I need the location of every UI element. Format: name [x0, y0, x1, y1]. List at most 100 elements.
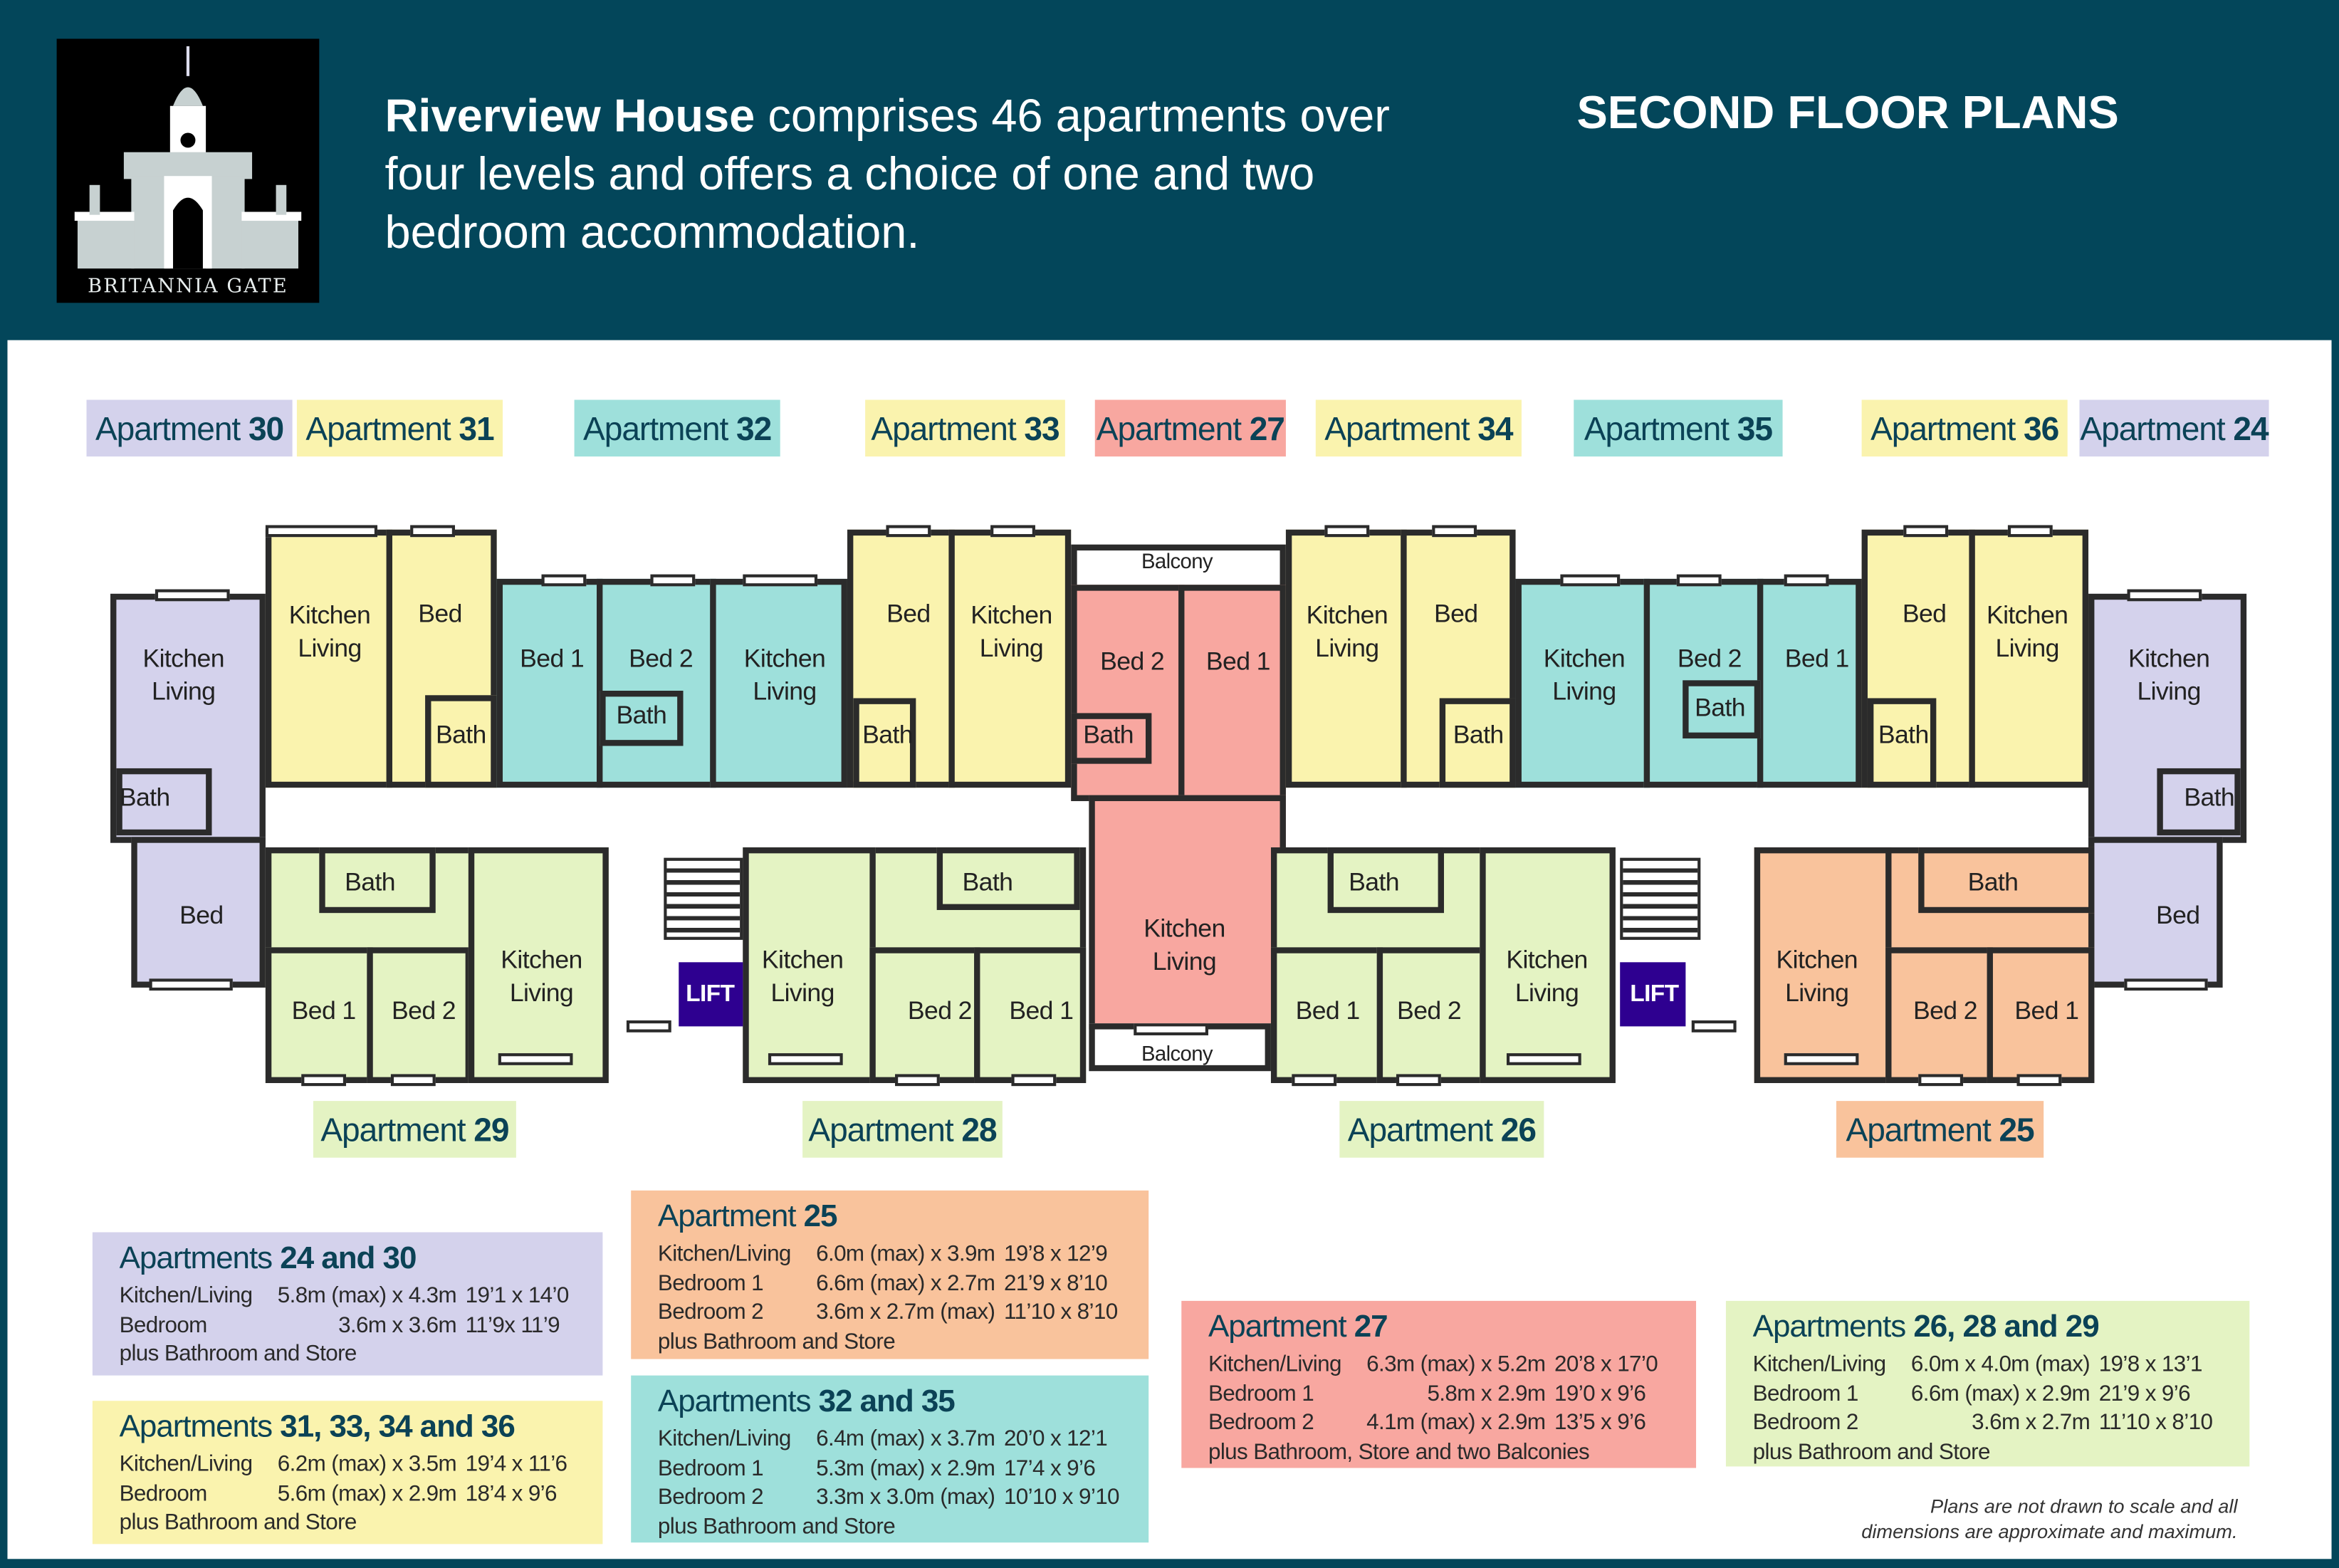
- spec-number: 31, 33, 34 and 36: [280, 1409, 516, 1444]
- tag-prefix: Apartment: [1324, 410, 1478, 448]
- lift-shaft: [1620, 962, 1686, 1027]
- metric-size: 6.2m (max) x 3.5m: [277, 1451, 457, 1478]
- spec-footer: plus Bathroom and Store: [119, 1510, 357, 1535]
- metric-size: 6.0m x 4.0m (max): [1910, 1352, 2091, 1377]
- room-label: Bath: [2184, 783, 2235, 812]
- tag-number: 32: [736, 410, 772, 448]
- room: [1439, 698, 1516, 788]
- room-name: Kitchen/Living: [1208, 1352, 1342, 1377]
- imperial-size: 11’9x 11’9: [465, 1312, 560, 1338]
- tag-prefix: Apartment: [2080, 410, 2234, 448]
- apartment-tag-33: Apartment 33: [865, 399, 1065, 457]
- window: [410, 525, 455, 538]
- window: [743, 574, 818, 587]
- room: [1867, 698, 1937, 788]
- window: [1011, 1074, 1057, 1087]
- room-label: Bath: [119, 783, 170, 812]
- apartment-tag-27: Apartment 27: [1094, 399, 1286, 457]
- room-label: Kitchen Living: [743, 644, 826, 706]
- room: [1480, 847, 1616, 1083]
- room-label: Bed 1: [520, 644, 585, 673]
- tag-prefix: Apartment: [871, 410, 1025, 448]
- imperial-size: 19’1 x 14’0: [465, 1282, 570, 1309]
- room-name: Bedroom 2: [657, 1484, 764, 1510]
- apartment-tag-32: Apartment 32: [574, 399, 780, 457]
- room-label: Kitchen Living: [288, 601, 371, 663]
- room-label: Bed 2: [1912, 996, 1978, 1025]
- tag-prefix: Apartment: [808, 1111, 962, 1149]
- room-label: Kitchen Living: [1144, 914, 1225, 976]
- room: [1987, 947, 2095, 1083]
- window: [1292, 1074, 1337, 1087]
- room: [1327, 847, 1444, 914]
- room: [1918, 847, 2095, 914]
- apartment-tag-29: Apartment 29: [313, 1101, 516, 1158]
- disclaimer-note: Plans are not drawn to scale and all dim…: [1790, 1493, 2238, 1544]
- room: [1376, 947, 1486, 1083]
- window: [498, 1053, 573, 1065]
- room-label: Kitchen Living: [1986, 601, 2068, 663]
- room-label: Bed 2: [629, 644, 694, 673]
- spec-prefix: Apartments: [119, 1241, 281, 1276]
- room: [425, 695, 497, 788]
- window: [2124, 978, 2208, 991]
- metric-size: 5.6m (max) x 2.9m: [277, 1480, 457, 1506]
- tag-number: 33: [1024, 410, 1059, 448]
- room-label: Bed 2: [1397, 996, 1462, 1025]
- imperial-size: 20’8 x 17’0: [1554, 1352, 1658, 1377]
- imperial-size: 13’5 x 9’6: [1554, 1409, 1646, 1436]
- room: [319, 847, 436, 914]
- metric-size: 6.3m (max) x 5.2m: [1366, 1352, 1546, 1377]
- stairs: [664, 857, 743, 940]
- window: [390, 1074, 436, 1087]
- spec-footer: plus Bathroom and Store: [657, 1328, 896, 1354]
- room: [1969, 529, 2089, 788]
- imperial-size: 21’9 x 9’6: [2098, 1380, 2191, 1406]
- spec-number: 27: [1354, 1310, 1388, 1344]
- window: [895, 1074, 940, 1087]
- metric-size: 3.6m x 3.6m: [338, 1312, 457, 1338]
- britannia-gate-logo: BRITANNIA GATE: [56, 38, 320, 303]
- room-label: Bath: [1453, 720, 1504, 749]
- spec-title: Apartments 31, 33, 34 and 36: [120, 1410, 576, 1446]
- note-line: Plans are not drawn to scale and all: [1930, 1495, 2238, 1517]
- window: [1134, 1023, 1208, 1035]
- spec-number: 24 and 30: [280, 1241, 417, 1276]
- window: [1784, 1053, 1859, 1065]
- spec-footer: plus Bathroom and Store: [119, 1341, 357, 1367]
- room: [936, 847, 1080, 910]
- room: [869, 947, 980, 1083]
- tag-prefix: Apartment: [1096, 410, 1250, 448]
- tag-prefix: Apartment: [583, 410, 737, 448]
- room-label: Balcony: [1141, 1041, 1213, 1065]
- tag-number: 28: [961, 1111, 997, 1149]
- room-label: Bath: [1083, 720, 1134, 749]
- room-label: Kitchen Living: [1543, 644, 1626, 706]
- room-label: Balcony: [1141, 548, 1213, 573]
- room-label: Bed 1: [1295, 996, 1361, 1025]
- room: [468, 847, 609, 1083]
- building-name: Riverview House: [384, 89, 755, 142]
- room-label: Bed 1: [1784, 644, 1850, 673]
- window: [650, 574, 696, 587]
- apartment-tag-24: Apartment 24: [2079, 399, 2269, 457]
- imperial-size: 10’10 x 9’10: [1003, 1484, 1120, 1510]
- room: [710, 578, 847, 788]
- room-label: Bed 1: [2014, 996, 2079, 1025]
- tag-number: 25: [1999, 1111, 2034, 1149]
- room: [853, 698, 916, 788]
- room: [496, 578, 603, 788]
- spec-footer: plus Bathroom, Store and two Balconies: [1208, 1438, 1590, 1465]
- room-name: Kitchen/Living: [657, 1241, 792, 1267]
- window: [886, 525, 931, 538]
